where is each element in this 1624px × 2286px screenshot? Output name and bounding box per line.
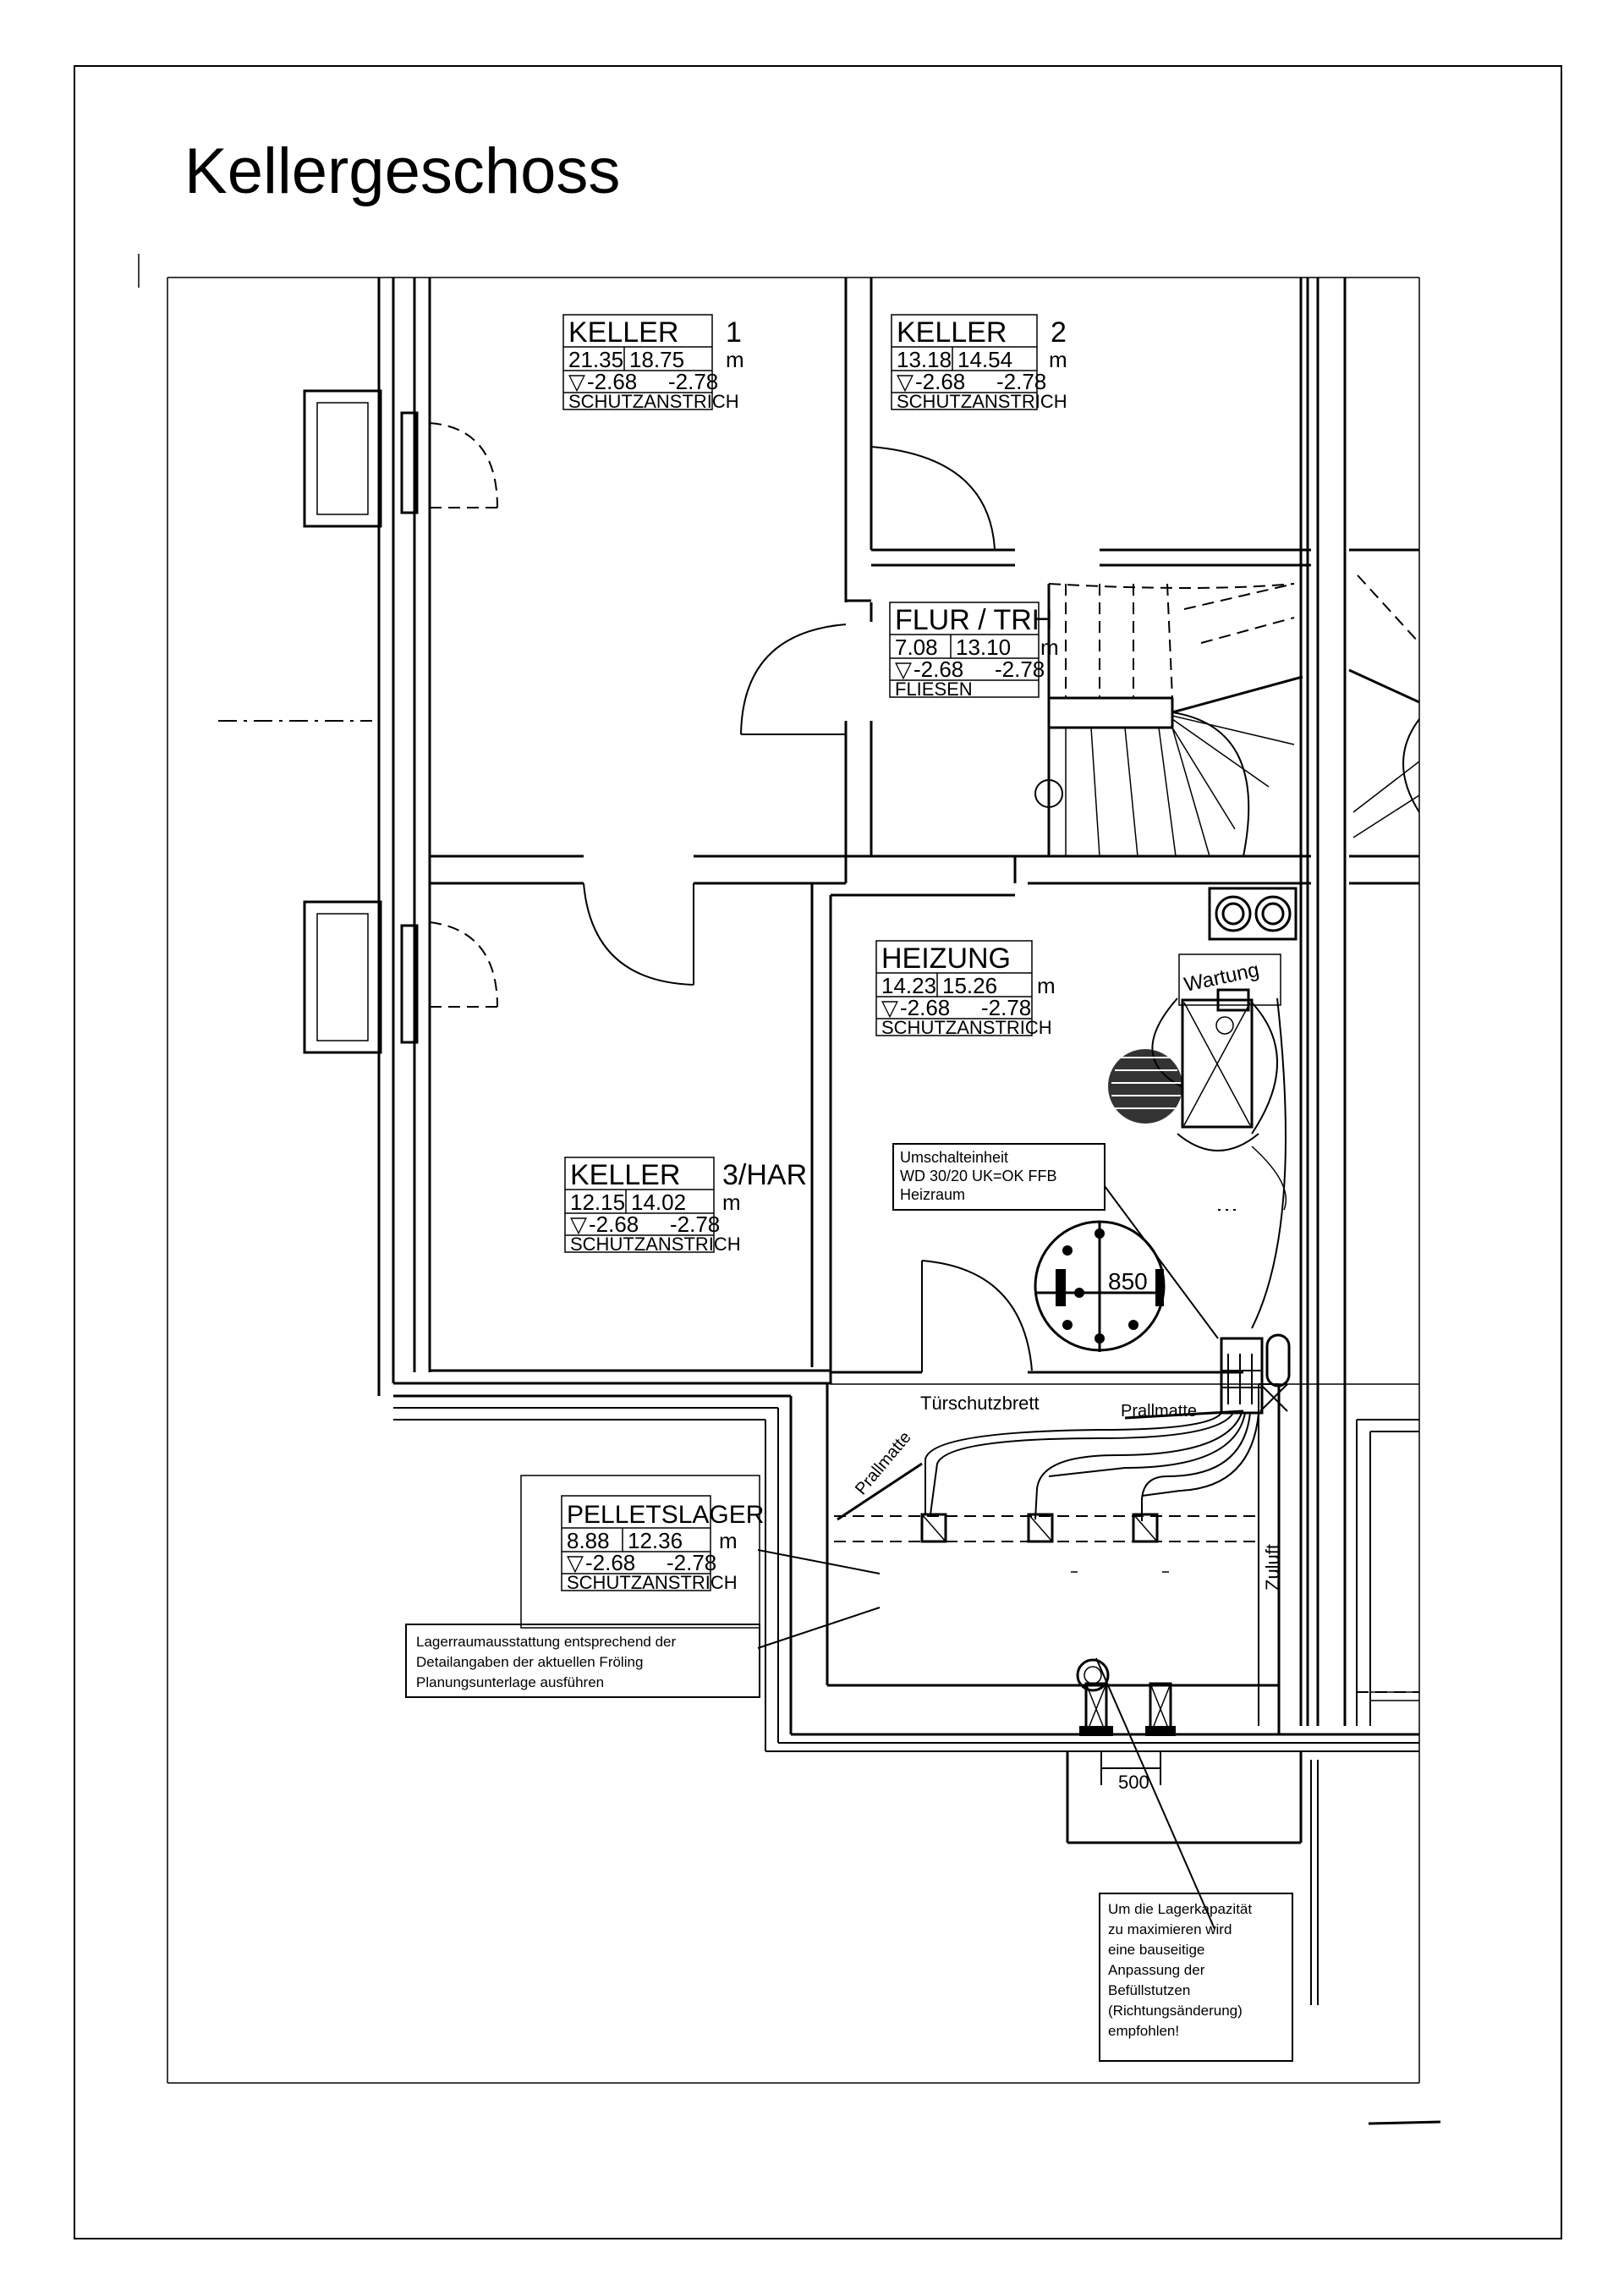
note-line: Planungsunterlage ausführen: [416, 1674, 604, 1690]
room-area: 12.15: [570, 1190, 625, 1215]
room-level-2: -2.78: [996, 369, 1046, 394]
room-number: 1: [726, 316, 742, 349]
room-name: KELLER: [897, 316, 1007, 349]
note-line: Befüllstutzen: [1108, 1982, 1190, 1998]
room-name: FLUR / TRH: [895, 604, 1052, 636]
note-line: Umschalteinheit: [900, 1149, 1008, 1166]
room-name: HEIZUNG: [881, 942, 1011, 975]
room-level: -2.68: [915, 369, 965, 394]
room-unit: m: [1037, 973, 1056, 998]
note-line: Detailangaben der aktuellen Fröling: [416, 1654, 643, 1670]
room-perimeter: 15.26: [942, 973, 997, 998]
doors: [429, 422, 1033, 1372]
page-title: Kellergeschoss: [184, 135, 620, 207]
fill-couplings: 500: [1076, 1658, 1176, 1793]
room-level: -2.68: [900, 995, 950, 1020]
zuluft-label: Zuluft: [1262, 1544, 1283, 1591]
room-label-keller-1: KELLER 1 21.35 18.75 m ▽ -2.68 -2.78 SCH…: [562, 314, 744, 412]
note-line: Um die Lagerkapazität: [1108, 1901, 1252, 1917]
room-name: KELLER: [568, 316, 678, 349]
note-line: Heizraum: [900, 1186, 965, 1203]
room-area: 14.23: [881, 973, 936, 998]
prallmatte-top-label: Prallmatte: [1121, 1402, 1197, 1421]
page-frame: [74, 65, 1562, 2239]
room-perimeter: 14.54: [957, 347, 1012, 372]
room-level-2: -2.78: [667, 1550, 716, 1575]
room-area: 8.88: [567, 1528, 610, 1553]
note-umschalteinheit: Umschalteinheit WD 30/20 UK=OK FFB Heizr…: [892, 1143, 1106, 1211]
room-level: -2.68: [914, 657, 963, 682]
note-line: eine bauseitige: [1108, 1942, 1204, 1958]
room-finish: SCHUTZANSTRICH: [897, 391, 1067, 412]
room-label-pelletslager: PELLETSLAGER 8.88 12.36 m ▽ -2.68 -2.78 …: [520, 1475, 764, 1629]
note-lagerraum: Lagerraumausstattung entsprechend der De…: [405, 1624, 760, 1698]
room-area: 7.08: [895, 635, 938, 660]
room-finish: FLIESEN: [895, 679, 973, 700]
room-unit: m: [1049, 347, 1067, 372]
room-perimeter: 12.36: [628, 1528, 683, 1553]
note-line: Anpassung der: [1108, 1962, 1205, 1978]
note-line: (Richtungsänderung): [1108, 2003, 1243, 2019]
room-unit: m: [726, 347, 744, 372]
leader-lines: [757, 1185, 1219, 1930]
note-befuellstutzen: Um die Lagerkapazität zu maximieren wird…: [1099, 1893, 1293, 2062]
room-area: 21.35: [568, 347, 623, 372]
note-line: WD 30/20 UK=OK FFB: [900, 1168, 1057, 1184]
axis-lines: [218, 720, 1419, 1693]
note-line: Lagerraumausstattung entsprechend der: [416, 1634, 676, 1650]
room-unit: m: [1040, 635, 1059, 660]
room-finish: SCHUTZANSTRICH: [568, 391, 739, 412]
room-perimeter: 14.02: [631, 1190, 686, 1215]
room-level: -2.68: [587, 369, 637, 394]
room-level-2: -2.78: [995, 657, 1045, 682]
room-label-heizung: HEIZUNG 14.23 15.26 m ▽ -2.68 -2.78 SCHU…: [875, 940, 1056, 1038]
room-number: 3/HAR: [722, 1159, 807, 1191]
room-level-2: -2.78: [668, 369, 718, 394]
room-perimeter: 18.75: [629, 347, 684, 372]
room-level: -2.68: [585, 1550, 635, 1575]
room-finish: SCHUTZANSTRICH: [570, 1234, 741, 1255]
drawing-frame: [138, 254, 1441, 2125]
pellet-tank: 850: [1034, 1220, 1166, 1352]
room-finish: SCHUTZANSTRICH: [567, 1572, 738, 1593]
staircase: [1034, 574, 1420, 857]
room-unit: m: [719, 1528, 738, 1553]
duct-grille-pair: [1208, 887, 1298, 941]
note-line: empfohlen!: [1108, 2023, 1179, 2039]
walls: [303, 278, 1419, 2005]
room-number: 2: [1051, 316, 1067, 349]
level-symbol: ▽: [568, 369, 585, 394]
level-symbol: ▽: [895, 657, 912, 682]
level-symbol: ▽: [897, 369, 914, 394]
room-area: 13.18: [897, 347, 952, 372]
room-level-2: -2.78: [670, 1212, 720, 1237]
tank-size-label: 850: [1108, 1268, 1148, 1294]
room-level-2: -2.78: [981, 995, 1031, 1020]
room-label-keller-2: KELLER 2 13.18 14.54 m ▽ -2.68 -2.78 SCH…: [891, 314, 1067, 412]
room-name: PELLETSLAGER: [567, 1501, 764, 1529]
room-level: -2.68: [589, 1212, 639, 1237]
boiler-unit: Wartung: [1108, 953, 1287, 1329]
room-label-keller-3: KELLER 3/HAR 12.15 14.02 m ▽ -2.68 -2.78…: [564, 1157, 807, 1255]
level-symbol: ▽: [567, 1550, 584, 1575]
room-finish: SCHUTZANSTRICH: [881, 1017, 1052, 1038]
note-line: zu maximieren wird: [1108, 1921, 1232, 1937]
level-symbol: ▽: [881, 995, 898, 1020]
dimension-500-label: 500: [1118, 1772, 1149, 1793]
room-label-flur: FLUR / TRH 7.08 13.10 m ▽ -2.68 -2.78 FL…: [889, 602, 1059, 700]
tuerschutzbrett-label: Türschutzbrett: [920, 1393, 1040, 1414]
room-perimeter: 13.10: [956, 635, 1011, 660]
room-unit: m: [722, 1190, 741, 1215]
room-name: KELLER: [570, 1159, 680, 1191]
level-symbol: ▽: [570, 1212, 587, 1237]
